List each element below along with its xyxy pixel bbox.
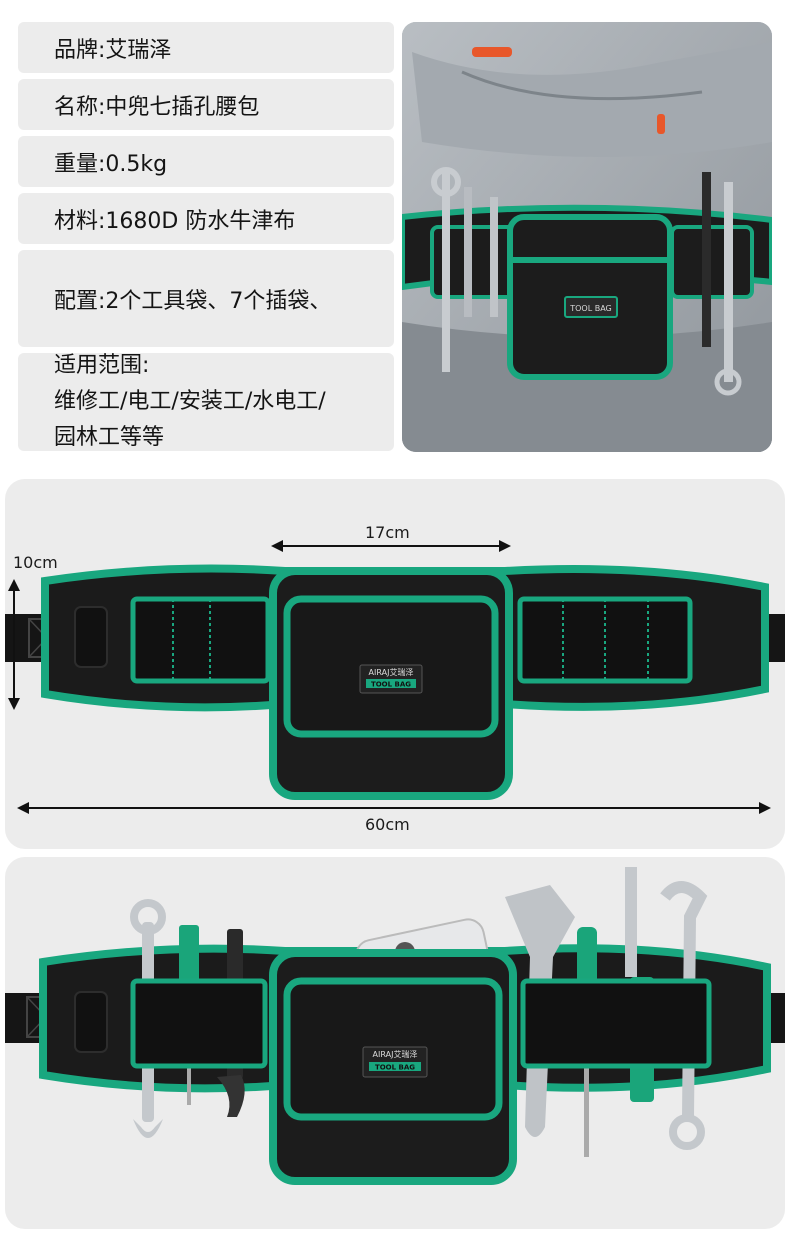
spec-material: 材料:1680D 防水牛津布 xyxy=(18,193,394,244)
bag-dimension-drawing: AIRAJ艾瑞泽 TOOL BAG xyxy=(5,540,785,814)
height-arrow xyxy=(8,579,20,710)
photo-badge-text: TOOL BAG xyxy=(569,304,612,313)
worker-illustration: TOOL BAG xyxy=(402,22,772,452)
dimension-panel: AIRAJ艾瑞泽 TOOL BAG 17cm 10cm 60cm xyxy=(5,479,785,849)
spec-material-text: 材料:1680D 防水牛津布 xyxy=(54,208,296,234)
spec-brand-text: 品牌:艾瑞泽 xyxy=(54,37,172,63)
bag-with-tools-drawing: AIRAJ艾瑞泽 TOOL BAG xyxy=(5,867,785,1185)
badge-product-text-2: TOOL BAG xyxy=(375,1064,415,1072)
badge-brand-text-2: AIRAJ艾瑞泽 xyxy=(373,1049,418,1059)
spec-name: 名称:中兜七插孔腰包 xyxy=(18,79,394,130)
tools-panel: AIRAJ艾瑞泽 TOOL BAG xyxy=(5,857,785,1229)
spec-weight: 重量:0.5kg xyxy=(18,136,394,187)
height-label: 10cm xyxy=(13,553,58,572)
worker-photo: TOOL BAG xyxy=(402,22,772,452)
spec-usage: 适用范围: 维修工/电工/安装工/水电工/ 园林工等等 xyxy=(18,353,394,451)
spec-usage-line-2: 维修工/电工/安装工/水电工/ xyxy=(54,389,326,414)
spec-usage-line-1: 适用范围: xyxy=(54,353,150,378)
spec-config: 配置:2个工具袋、7个插袋、 xyxy=(18,250,394,347)
badge-product-text: TOOL BAG xyxy=(371,681,411,689)
badge-brand-text: AIRAJ艾瑞泽 xyxy=(369,667,414,677)
total-length-arrow xyxy=(17,802,771,814)
spec-brand: 品牌:艾瑞泽 xyxy=(18,22,394,73)
combination-wrench-right xyxy=(660,881,708,1150)
spec-weight-text: 重量:0.5kg xyxy=(54,151,168,177)
spec-config-text: 配置:2个工具袋、7个插袋、 xyxy=(54,288,332,314)
pocket-width-label: 17cm xyxy=(365,523,410,542)
spec-name-text: 名称:中兜七插孔腰包 xyxy=(54,94,260,120)
pocket-width-arrow xyxy=(271,540,511,552)
spec-usage-line-3: 园林工等等 xyxy=(54,425,165,450)
total-length-label: 60cm xyxy=(365,815,410,834)
